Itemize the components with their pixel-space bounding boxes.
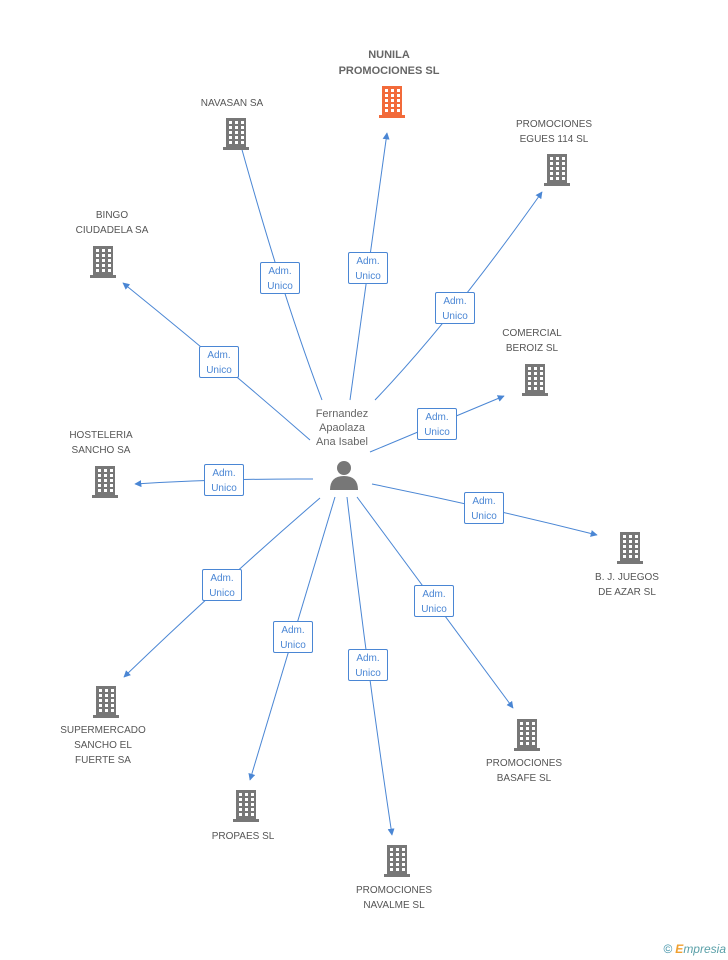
relation-label-line: Adm. — [425, 412, 449, 423]
relation-label-line: Adm. — [356, 653, 380, 664]
company-label-hosteleria[interactable]: HOSTELERIA SANCHO SA — [41, 428, 161, 458]
company-label-egues[interactable]: PROMOCIONES EGUES 114 SL — [494, 117, 614, 147]
relation-label-line: Unico — [442, 311, 468, 322]
company-label-line: EGUES 114 SL — [519, 134, 589, 145]
company-label-navasan[interactable]: NAVASAN SA — [172, 96, 292, 111]
relation-label-propaes[interactable]: Adm. Unico — [273, 621, 313, 653]
company-label-line: PROMOCIONES — [515, 119, 593, 130]
company-label-beroiz[interactable]: COMERCIAL BEROIZ SL — [472, 326, 592, 356]
relation-label-line: Unico — [280, 640, 306, 651]
relation-label-line: Unico — [355, 668, 381, 679]
relation-label-supermercado[interactable]: Adm. Unico — [202, 569, 242, 601]
company-label-line: COMERCIAL — [502, 328, 562, 339]
relation-label-line: Unico — [355, 271, 381, 282]
relation-label-bingo[interactable]: Adm. Unico — [199, 346, 239, 378]
company-label-line: NUNILA — [368, 49, 410, 61]
relation-label-line: Unico — [211, 483, 237, 494]
building-icon-egues[interactable] — [544, 154, 570, 186]
company-label-line: NAVASAN SA — [200, 97, 264, 109]
relation-label-line: Adm. — [212, 468, 236, 479]
relation-label-line: Adm. — [472, 496, 496, 507]
company-label-line: PROMOCIONES — [355, 885, 433, 896]
relation-label-line: Unico — [267, 281, 293, 292]
building-icon-bingo[interactable] — [90, 246, 116, 278]
relation-label-navalme[interactable]: Adm. Unico — [348, 649, 388, 681]
company-label-line: PROPAES SL — [211, 830, 275, 842]
company-label-line: SANCHO SA — [71, 445, 131, 456]
building-icon-hosteleria[interactable] — [92, 466, 118, 498]
building-icon-navalme[interactable] — [384, 845, 410, 877]
company-label-line: PROMOCIONES SL — [338, 65, 440, 77]
relation-label-bj[interactable]: Adm. Unico — [464, 492, 504, 524]
relation-label-line: Adm. — [268, 266, 292, 277]
relation-label-line: Unico — [206, 365, 232, 376]
company-label-line: NAVALME SL — [363, 900, 425, 911]
relation-label-line: Adm. — [210, 573, 234, 584]
relation-label-basafe[interactable]: Adm. Unico — [414, 585, 454, 617]
building-icon-bj[interactable] — [617, 532, 643, 564]
relation-label-nunila[interactable]: Adm. Unico — [348, 252, 388, 284]
company-label-navalme[interactable]: PROMOCIONES NAVALME SL — [334, 883, 454, 913]
relation-label-line: Adm. — [443, 296, 467, 307]
relation-label-line: Adm. — [207, 350, 231, 361]
relation-label-beroiz[interactable]: Adm. Unico — [417, 408, 457, 440]
building-icon-supermercado[interactable] — [93, 686, 119, 718]
relation-label-hosteleria[interactable]: Adm. Unico — [204, 464, 244, 496]
footer-brand: ©Empresia — [663, 942, 726, 956]
building-icon-propaes[interactable] — [233, 790, 259, 822]
person-name-line: Fernandez — [315, 408, 369, 420]
company-label-line: B. J. JUEGOS — [595, 572, 659, 583]
company-label-basafe[interactable]: PROMOCIONES BASAFE SL — [464, 756, 584, 786]
company-label-propaes[interactable]: PROPAES SL — [183, 829, 303, 844]
relation-label-line: Unico — [209, 588, 235, 599]
relation-label-line: Unico — [424, 427, 450, 438]
company-label-line: SANCHO EL — [74, 739, 132, 751]
building-icon-basafe[interactable] — [514, 719, 540, 751]
brand-name: mpresia — [683, 942, 726, 956]
brand-initial: E — [675, 942, 684, 956]
relation-label-line: Adm. — [281, 625, 305, 636]
person-name-line: Apaolaza — [319, 422, 365, 434]
relation-label-line: Adm. — [356, 256, 380, 267]
copyright-icon: © — [663, 942, 673, 956]
company-label-supermercado[interactable]: SUPERMERCADO SANCHO EL FUERTE SA — [43, 723, 163, 768]
company-label-bingo[interactable]: BINGO CIUDADELA SA — [52, 208, 172, 238]
building-icon-nunila[interactable] — [379, 86, 405, 118]
company-label-line: DE AZAR SL — [598, 587, 656, 598]
company-label-line: SUPERMERCADO — [60, 724, 146, 736]
relation-label-navasan[interactable]: Adm. Unico — [260, 262, 300, 294]
relation-label-line: Unico — [421, 604, 447, 615]
company-label-line: BASAFE SL — [496, 773, 552, 784]
company-label-line: FUERTE SA — [75, 754, 131, 766]
company-label-line: BEROIZ SL — [505, 343, 559, 354]
company-label-bj[interactable]: B. J. JUEGOS DE AZAR SL — [567, 570, 687, 600]
company-label-line: HOSTELERIA — [69, 430, 133, 441]
building-icon-navasan[interactable] — [223, 118, 249, 150]
relation-label-egues[interactable]: Adm. Unico — [435, 292, 475, 324]
relation-label-line: Adm. — [422, 589, 446, 600]
company-label-line: CIUDADELA SA — [75, 225, 149, 236]
company-label-line: BINGO — [95, 210, 129, 221]
person-icon[interactable] — [330, 461, 358, 490]
building-icon-beroiz[interactable] — [522, 364, 548, 396]
company-label-nunila[interactable]: NUNILA PROMOCIONES SL — [329, 47, 449, 79]
relation-label-line: Unico — [471, 511, 497, 522]
company-label-line: PROMOCIONES — [485, 758, 563, 769]
person-name-line: Ana Isabel — [316, 436, 368, 448]
